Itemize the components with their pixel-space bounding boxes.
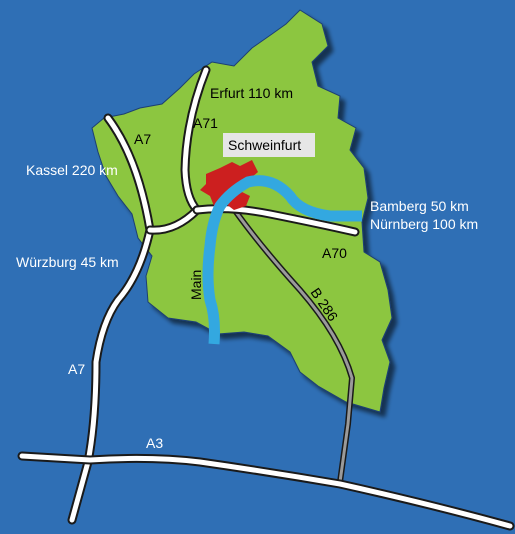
label-a70: A70 — [322, 245, 347, 261]
city-label: Schweinfurt — [228, 137, 301, 153]
city-label-box — [223, 133, 315, 157]
label-a71: A71 — [193, 115, 218, 131]
label-a7-north: A7 — [134, 131, 151, 147]
road-a7-fill — [69, 115, 153, 523]
road-b286-fill — [234, 210, 354, 484]
label-kassel: Kassel 220 km — [26, 162, 118, 178]
road-a3-fill — [19, 453, 513, 529]
label-wuerzburg: Würzburg 45 km — [16, 254, 119, 270]
label-erfurt: Erfurt 110 km — [210, 85, 293, 101]
river-main — [202, 175, 362, 345]
label-a3: A3 — [146, 435, 163, 451]
road-a71-fill — [182, 67, 209, 213]
label-nuernberg: Nürnberg 100 km — [370, 216, 478, 232]
road-connector-fill — [147, 207, 200, 233]
label-a7-south: A7 — [68, 361, 85, 377]
label-bamberg: Bamberg 50 km — [370, 198, 469, 214]
city-area — [200, 160, 258, 210]
label-main: Main — [188, 270, 204, 300]
